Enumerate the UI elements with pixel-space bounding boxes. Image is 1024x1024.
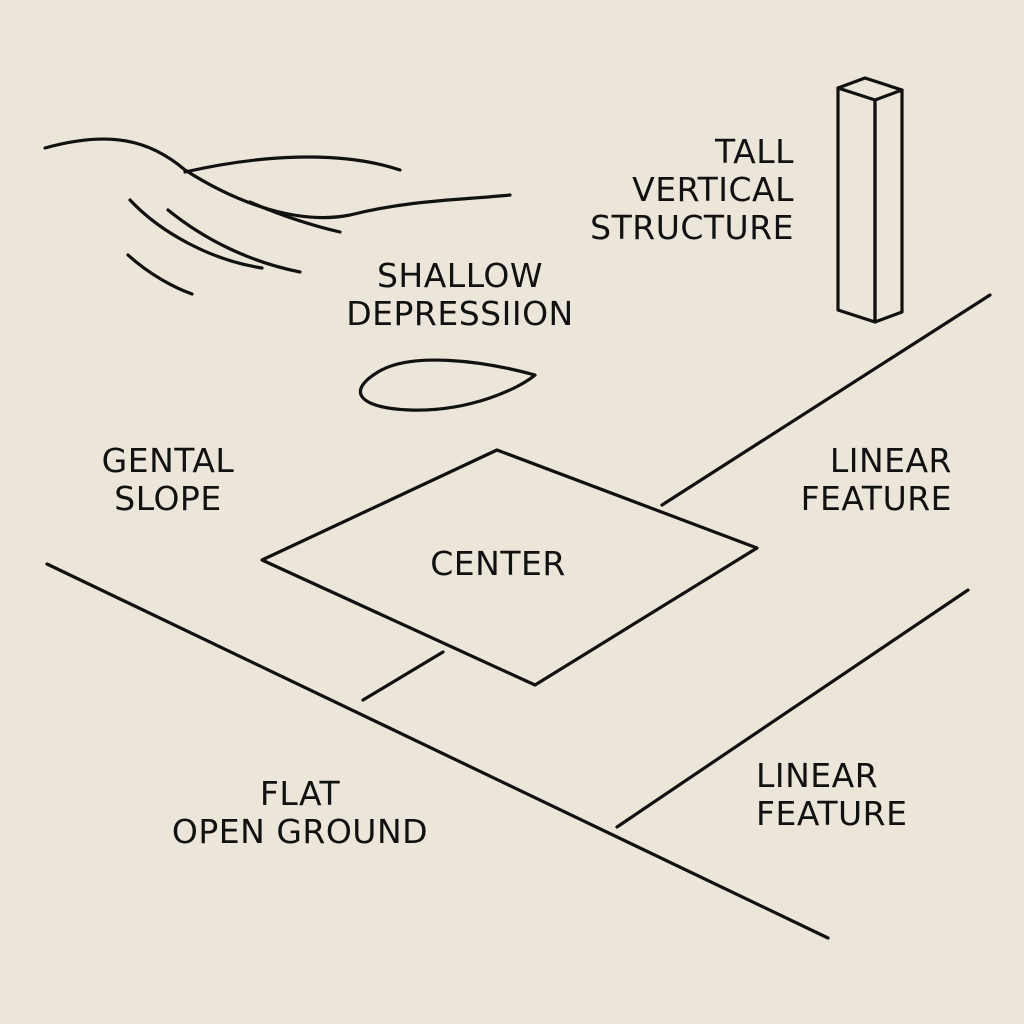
center-connector-line bbox=[361, 650, 445, 702]
label-linear-feature-upper: LINEAR FEATURE bbox=[780, 442, 952, 518]
label-line: GENTAL bbox=[101, 441, 235, 480]
label-line: DEPRESSIION bbox=[346, 294, 574, 333]
label-flat-open-ground: FLAT OPEN GROUND bbox=[150, 775, 450, 851]
linear-feature-lower-line bbox=[615, 588, 970, 829]
tower-top-face bbox=[836, 76, 904, 92]
label-line: SLOPE bbox=[114, 479, 222, 518]
label-line: TALL bbox=[715, 132, 794, 171]
slope-contour-line-4 bbox=[126, 253, 194, 296]
ground-edge-line bbox=[45, 562, 830, 940]
label-line: LINEAR bbox=[756, 756, 879, 795]
label-line: OPEN GROUND bbox=[171, 812, 429, 851]
label-line: LINEAR bbox=[829, 441, 952, 480]
slope-ridge-upper-line bbox=[183, 155, 402, 174]
slope-contour-line-2 bbox=[166, 208, 302, 274]
slope-contour-line-1 bbox=[248, 200, 342, 234]
label-gentle-slope: GENTAL SLOPE bbox=[88, 442, 248, 518]
label-line: SHALLOW bbox=[376, 256, 544, 295]
label-line: VERTICAL bbox=[632, 170, 794, 209]
label-line: FLAT bbox=[259, 774, 341, 813]
slope-contour-line-3 bbox=[128, 198, 264, 270]
label-line: FEATURE bbox=[756, 794, 908, 833]
tower-side-face bbox=[873, 88, 904, 324]
label-center: CENTER bbox=[408, 545, 588, 583]
label-line: FEATURE bbox=[800, 479, 952, 518]
label-shallow-depression: SHALLOW DEPRESSIION bbox=[335, 257, 585, 333]
depression-outline bbox=[358, 358, 537, 412]
label-line: STRUCTURE bbox=[590, 208, 794, 247]
linear-feature-upper-line bbox=[660, 293, 992, 507]
tower-front-face bbox=[836, 86, 877, 324]
label-linear-feature-lower: LINEAR FEATURE bbox=[756, 757, 928, 833]
slope-ridge-line bbox=[43, 137, 512, 220]
label-line: CENTER bbox=[430, 544, 566, 583]
center-diamond bbox=[260, 448, 759, 687]
label-tall-vertical-structure: TALL VERTICAL STRUCTURE bbox=[580, 133, 794, 247]
